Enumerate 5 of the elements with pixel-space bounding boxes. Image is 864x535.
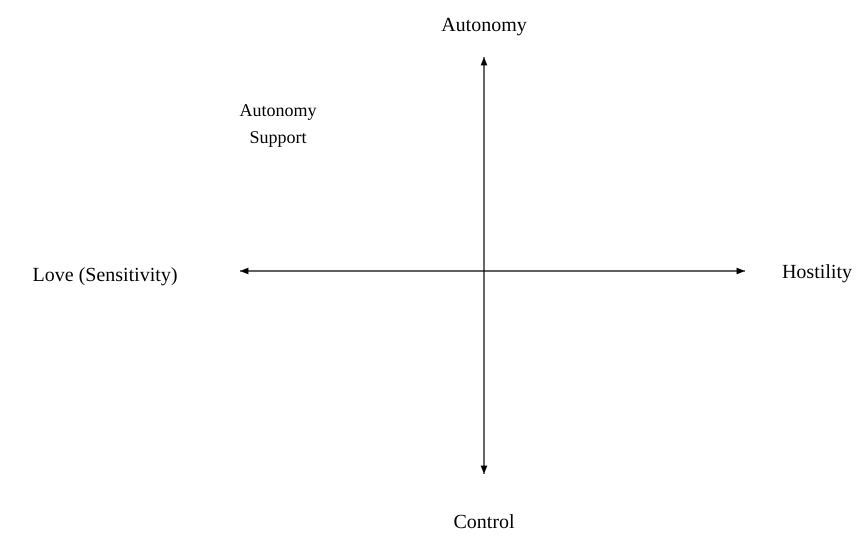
axis-label: Autonomy xyxy=(441,13,527,38)
axis-label: Control xyxy=(453,510,515,535)
axis-label: Autonomy Support xyxy=(238,99,318,149)
axis-label: Love (Sensitivity) xyxy=(32,263,178,288)
axis-label: Hostility xyxy=(782,260,852,285)
